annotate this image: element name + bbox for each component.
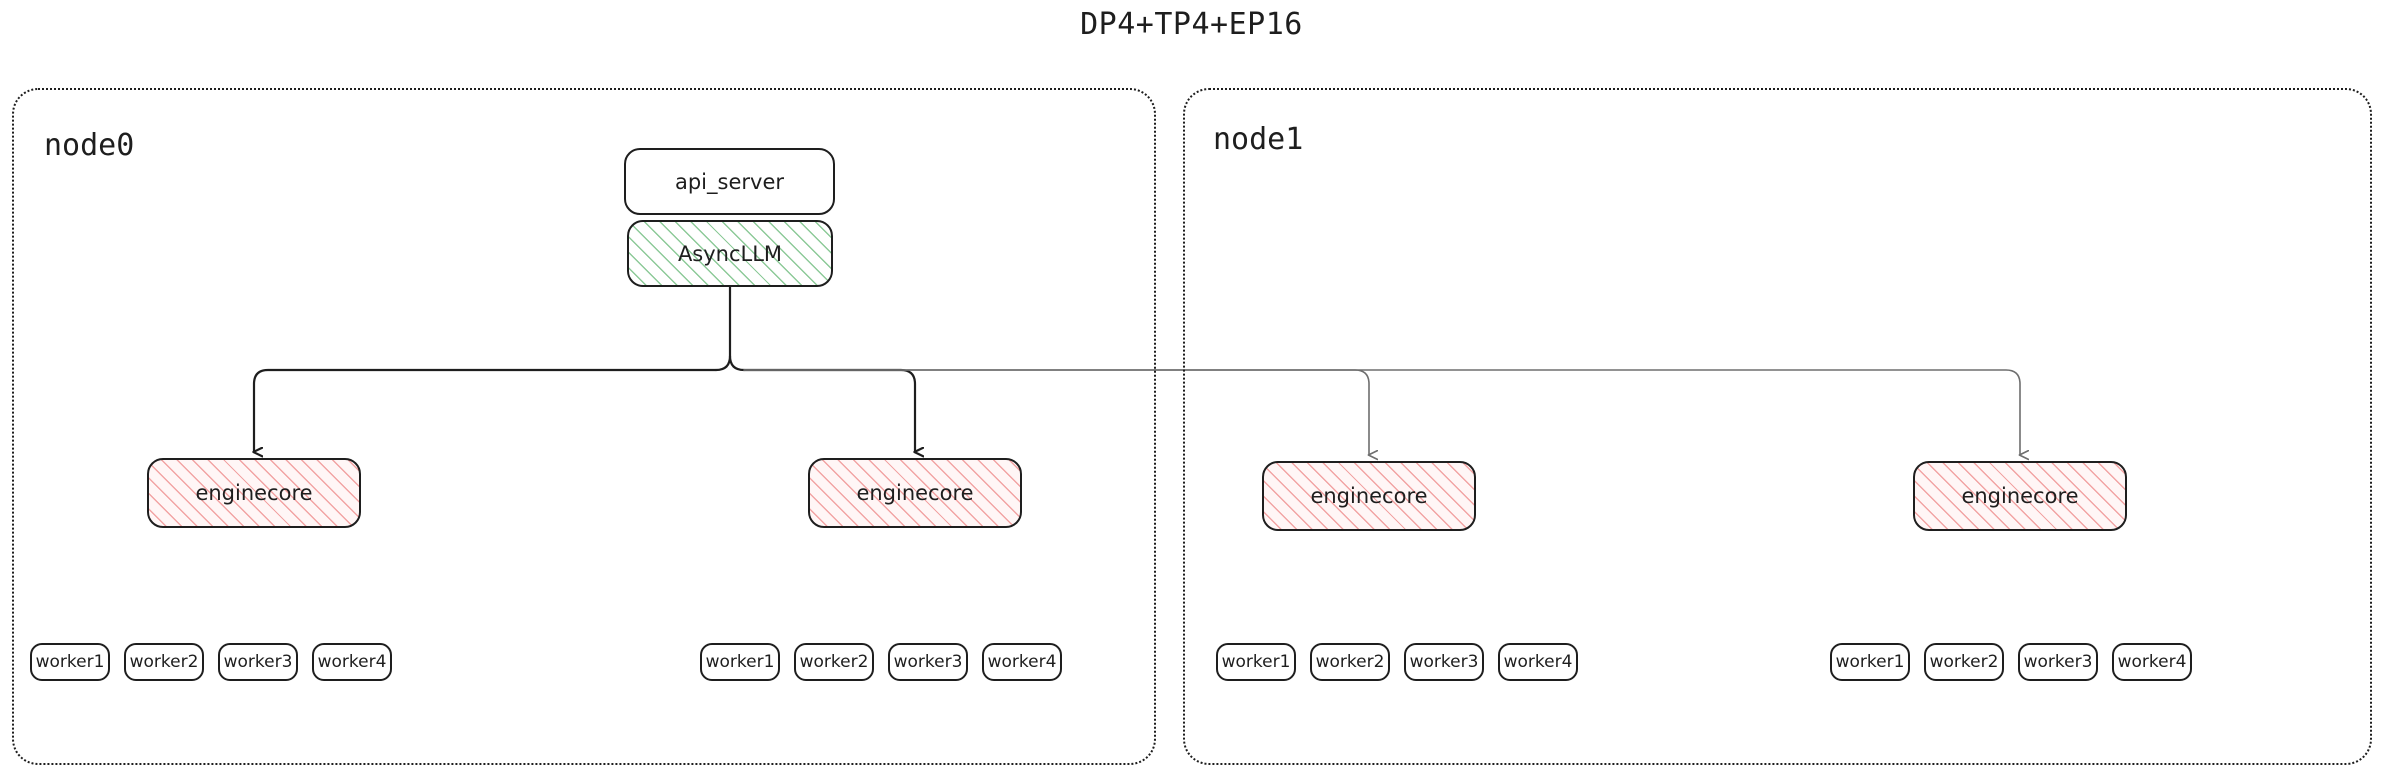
worker-box[interactable]: worker3: [1404, 643, 1484, 681]
enginecore-box[interactable]: enginecore: [147, 458, 361, 528]
diagram-title: DP4+TP4+EP16: [1080, 7, 1303, 42]
api-server-box[interactable]: api_server: [624, 148, 835, 215]
worker-box[interactable]: worker1: [1830, 643, 1910, 681]
worker-box[interactable]: worker1: [1216, 643, 1296, 681]
enginecore-box[interactable]: enginecore: [1262, 461, 1476, 531]
worker-label: worker2: [799, 652, 869, 672]
worker-label: worker3: [893, 652, 963, 672]
worker-label: worker4: [2117, 652, 2187, 672]
connector-line: [728, 354, 746, 372]
node-label-node1: node1: [1213, 122, 1304, 157]
worker-label: worker2: [1315, 652, 1385, 672]
worker-box[interactable]: worker3: [888, 643, 968, 681]
worker-label: worker4: [317, 652, 387, 672]
enginecore-label: enginecore: [1961, 484, 2079, 508]
enginecore-box[interactable]: enginecore: [808, 458, 1022, 528]
node-label-node0: node0: [44, 128, 135, 163]
worker-box[interactable]: worker2: [124, 643, 204, 681]
worker-box[interactable]: worker1: [700, 643, 780, 681]
worker-label: worker4: [1503, 652, 1573, 672]
worker-label: worker2: [1929, 652, 1999, 672]
worker-box[interactable]: worker2: [1924, 643, 2004, 681]
async-llm-box[interactable]: AsyncLLM: [627, 220, 833, 287]
worker-label: worker1: [705, 652, 775, 672]
worker-label: worker1: [1221, 652, 1291, 672]
worker-box[interactable]: worker3: [2018, 643, 2098, 681]
async-llm-label: AsyncLLM: [677, 241, 783, 266]
worker-label: worker3: [1409, 652, 1479, 672]
connector-line: [254, 368, 718, 452]
connector-line: [743, 369, 2020, 455]
worker-label: worker2: [129, 652, 199, 672]
worker-box[interactable]: worker2: [1310, 643, 1390, 681]
worker-label: worker1: [1835, 652, 1905, 672]
worker-box[interactable]: worker4: [312, 643, 392, 681]
worker-box[interactable]: worker4: [982, 643, 1062, 681]
worker-label: worker1: [35, 652, 105, 672]
node-container-node1: [1183, 88, 2372, 765]
worker-label: worker3: [223, 652, 293, 672]
worker-box[interactable]: worker2: [794, 643, 874, 681]
api-server-label: api_server: [674, 169, 784, 194]
enginecore-label: enginecore: [856, 481, 974, 505]
worker-box[interactable]: worker4: [2112, 643, 2192, 681]
enginecore-label: enginecore: [1310, 484, 1428, 508]
worker-box[interactable]: worker4: [1498, 643, 1578, 681]
worker-box[interactable]: worker1: [30, 643, 110, 681]
node-container-node0: [12, 88, 1156, 765]
worker-label: worker4: [987, 652, 1057, 672]
worker-label: worker3: [2023, 652, 2093, 672]
enginecore-box[interactable]: enginecore: [1913, 461, 2127, 531]
worker-box[interactable]: worker3: [218, 643, 298, 681]
enginecore-label: enginecore: [195, 481, 313, 505]
